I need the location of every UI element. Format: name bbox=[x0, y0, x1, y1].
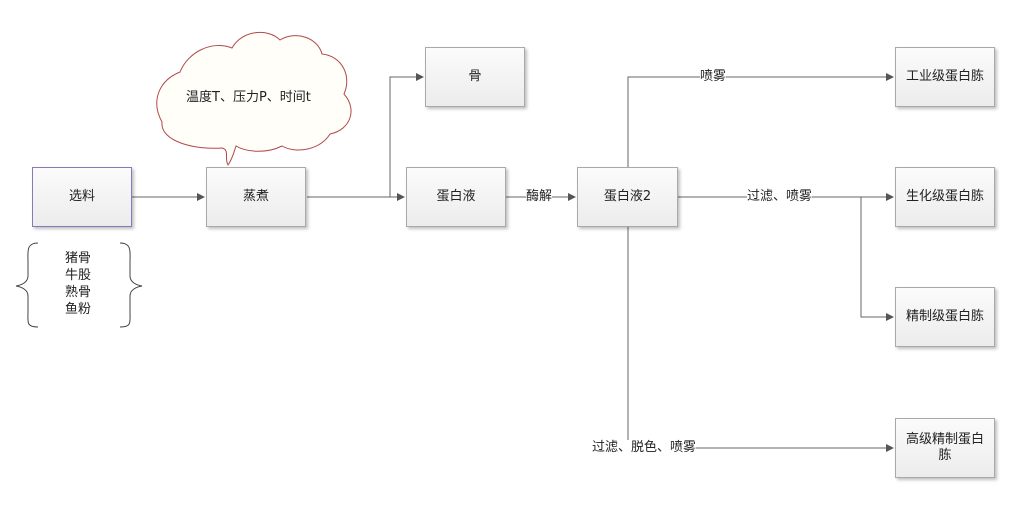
edge-label-filter-spray: 过滤、喷雾 bbox=[747, 189, 813, 205]
node-industrial-peptone[interactable]: 工业级蛋白胨 bbox=[895, 47, 995, 107]
node-bone[interactable]: 骨 bbox=[425, 47, 525, 107]
edge-to-premium bbox=[627, 227, 894, 452]
edge-cook-bone bbox=[389, 73, 424, 197]
process-parameters-note: 温度T、压力P、时间t bbox=[186, 90, 311, 105]
edge-label-filter-decolor-spray: 过滤、脱色、喷雾 bbox=[592, 440, 697, 456]
node-cook[interactable]: 蒸煮 bbox=[206, 167, 306, 227]
edge-label-enzymolysis: 酶解 bbox=[526, 189, 553, 205]
edge-to-refined bbox=[860, 197, 894, 321]
material-item: 猪骨 bbox=[64, 251, 91, 266]
node-protein-liquid[interactable]: 蛋白液 bbox=[406, 167, 506, 227]
cloud-callout bbox=[156, 32, 352, 166]
edge-to-industrial bbox=[627, 73, 894, 167]
edge-label-spray: 喷雾 bbox=[700, 69, 727, 85]
materials-brace-left bbox=[15, 242, 39, 328]
material-item: 熟骨 bbox=[64, 285, 91, 300]
materials-list: 猪骨 牛股 熟骨 鱼粉 bbox=[40, 250, 116, 318]
node-biochemical-peptone[interactable]: 生化级蛋白胨 bbox=[895, 167, 995, 227]
node-protein-liquid-2[interactable]: 蛋白液2 bbox=[577, 167, 678, 227]
node-premium-refined-peptone[interactable]: 高级精制蛋白胨 bbox=[895, 418, 995, 478]
materials-brace-right bbox=[119, 242, 143, 328]
material-item: 牛股 bbox=[64, 268, 91, 283]
material-item: 鱼粉 bbox=[64, 302, 91, 317]
node-select-material[interactable]: 选料 bbox=[32, 167, 132, 227]
node-refined-peptone[interactable]: 精制级蛋白胨 bbox=[895, 287, 995, 347]
